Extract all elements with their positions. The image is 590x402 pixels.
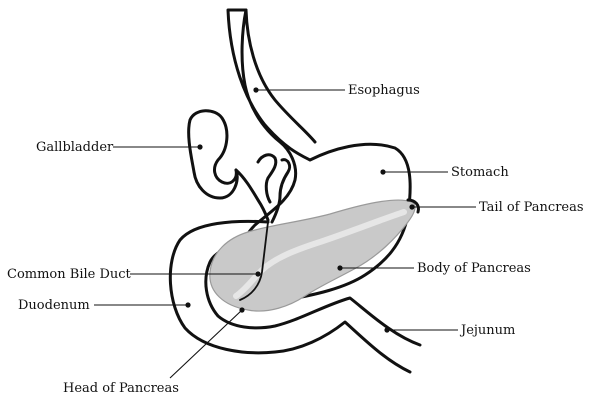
cystic-duct bbox=[234, 168, 270, 222]
label-gallbladder: Gallbladder bbox=[36, 140, 114, 155]
labels: Esophagus Gallbladder Stomach Tail of Pa… bbox=[7, 83, 584, 396]
bile-duct-through-pancreas bbox=[239, 221, 269, 301]
esophagus-inner-line bbox=[244, 8, 317, 144]
gallbladder-shape bbox=[187, 109, 239, 200]
duodenum-drawing bbox=[168, 219, 422, 374]
label-common-bile-duct: Common Bile Duct bbox=[7, 267, 132, 282]
label-jejunum: Jejunum bbox=[459, 323, 515, 338]
label-head-of-pancreas: Head of Pancreas bbox=[63, 381, 179, 396]
label-body-of-pancreas: Body of Pancreas bbox=[417, 261, 531, 276]
pancreatic-duct bbox=[233, 209, 407, 299]
leader-lines bbox=[94, 87, 476, 379]
head-leader bbox=[169, 309, 243, 379]
gallbladder-drawing bbox=[187, 109, 292, 224]
duodenum-dot bbox=[185, 302, 191, 308]
pancreas-drawing bbox=[209, 199, 416, 312]
body-dot bbox=[337, 265, 343, 271]
stomach-dot bbox=[380, 169, 386, 175]
head-dot bbox=[239, 307, 245, 313]
tail-dot bbox=[409, 204, 415, 210]
duodenum-outer bbox=[168, 219, 412, 374]
label-esophagus: Esophagus bbox=[348, 83, 420, 98]
label-duodenum: Duodenum bbox=[18, 298, 90, 313]
label-stomach: Stomach bbox=[451, 165, 509, 180]
gallbladder-dot bbox=[197, 144, 203, 150]
esophagus-dot bbox=[253, 87, 259, 93]
label-tail-of-pancreas: Tail of Pancreas bbox=[479, 200, 584, 215]
hepatic-duct-right bbox=[270, 158, 292, 224]
bile-duct-dot bbox=[255, 271, 261, 277]
tail-nub bbox=[406, 198, 420, 214]
jejunum-dot bbox=[384, 327, 390, 333]
duodenum-inner bbox=[204, 238, 422, 347]
hepatic-duct-left bbox=[256, 153, 278, 204]
